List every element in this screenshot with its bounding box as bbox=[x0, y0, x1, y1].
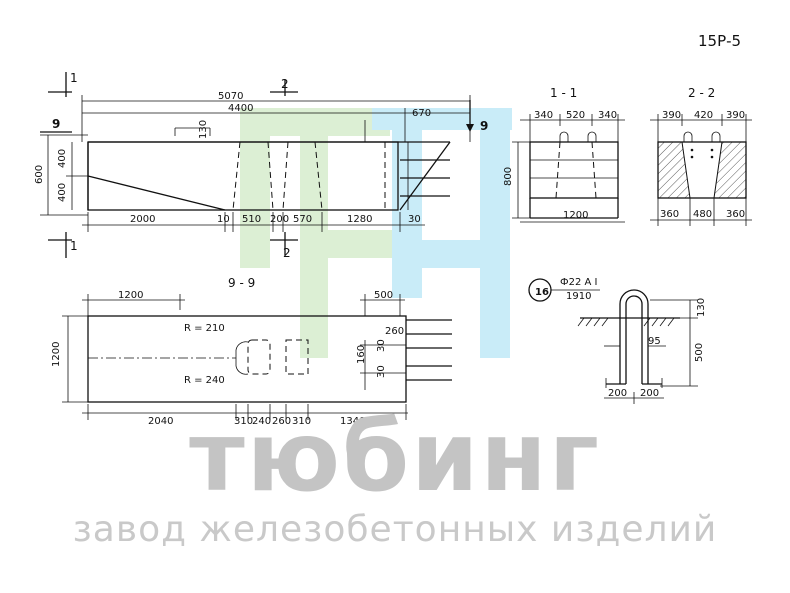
dim-height: 600 bbox=[34, 165, 45, 184]
section-mark-1-bottom: 1 bbox=[70, 239, 78, 253]
dim-b1: 2000 bbox=[130, 214, 155, 225]
plan-dim-b2: 310 bbox=[234, 416, 253, 427]
dim-b4: 200 bbox=[270, 214, 289, 225]
plan-dim-top-right: 500 bbox=[374, 290, 393, 301]
dim-lower: 400 bbox=[57, 183, 68, 202]
dim-b5: 570 bbox=[293, 214, 312, 225]
plan-dim-b3: 240 bbox=[252, 416, 271, 427]
sheet-code: 15Р-5 bbox=[698, 32, 741, 50]
plan-dim-b1: 2040 bbox=[148, 416, 173, 427]
watermark-title: тюбинг bbox=[189, 401, 601, 513]
s22-dim-6: 360 bbox=[726, 209, 745, 220]
dim-overall-length: 5070 bbox=[218, 91, 243, 102]
hook-dim-500: 500 bbox=[694, 343, 705, 362]
hook-position-number: 16 bbox=[535, 287, 549, 298]
hook-dim-right: 200 bbox=[640, 388, 659, 399]
hook-dim-130: 130 bbox=[696, 298, 707, 317]
plan-radius-1: R = 210 bbox=[184, 323, 225, 334]
section-mark-2-top: 2 bbox=[281, 77, 289, 91]
s22-dim-4: 360 bbox=[660, 209, 679, 220]
plan-dim-r1: 260 bbox=[385, 326, 404, 337]
hook-dim-left: 200 bbox=[608, 388, 627, 399]
plan-dim-b6: 1340 bbox=[340, 416, 365, 427]
plan-radius-2: R = 240 bbox=[184, 375, 225, 386]
plan-dim-r4: 30 bbox=[376, 365, 387, 378]
s22-dim-5: 480 bbox=[693, 209, 712, 220]
elevation-view bbox=[40, 72, 474, 258]
plan-dim-top-left: 1200 bbox=[118, 290, 143, 301]
dim-ledge: 130 bbox=[198, 120, 209, 139]
plan-dim-left: 1200 bbox=[51, 342, 62, 367]
s11-dim-width: 1200 bbox=[563, 210, 588, 221]
plan-dim-b4: 260 bbox=[272, 416, 291, 427]
hook-detail-drawing bbox=[528, 278, 698, 404]
watermark-logo bbox=[240, 108, 512, 358]
plan-dim-b5: 310 bbox=[292, 416, 311, 427]
section-mark-9-right: 9 bbox=[480, 119, 488, 133]
plan-9-9-title: 9 - 9 bbox=[228, 276, 255, 290]
plan-9-9-drawing bbox=[62, 294, 452, 420]
section-1-1-drawing bbox=[512, 114, 625, 223]
s22-dim-2: 420 bbox=[694, 110, 713, 121]
section-1-1-title: 1 - 1 bbox=[550, 86, 577, 100]
section-2-2-drawing bbox=[650, 114, 752, 226]
s11-dim-height: 800 bbox=[503, 167, 514, 186]
s11-dim-2: 520 bbox=[566, 110, 585, 121]
plan-dim-r2: 160 bbox=[356, 345, 367, 364]
s11-dim-3: 340 bbox=[598, 110, 617, 121]
section-mark-9-left: 9 bbox=[52, 117, 60, 131]
section-mark-2-bottom: 2 bbox=[283, 246, 291, 260]
dim-main-length: 4400 bbox=[228, 103, 253, 114]
hook-dim-95: 95 bbox=[648, 336, 661, 347]
watermark-subtitle: завод железобетонных изделий bbox=[73, 509, 718, 550]
dim-end-length: 670 bbox=[412, 108, 431, 119]
dim-b3: 510 bbox=[242, 214, 261, 225]
dim-b2: 10 bbox=[217, 214, 230, 225]
dim-b6: 1280 bbox=[347, 214, 372, 225]
plan-dim-r3: 30 bbox=[376, 339, 387, 352]
hook-length: 1910 bbox=[566, 291, 591, 302]
s22-dim-3: 390 bbox=[726, 110, 745, 121]
s22-dim-1: 390 bbox=[662, 110, 681, 121]
dim-upper: 400 bbox=[57, 149, 68, 168]
s11-dim-1: 340 bbox=[534, 110, 553, 121]
dim-b7: 30 bbox=[408, 214, 421, 225]
section-mark-1-top: 1 bbox=[70, 71, 78, 85]
section-2-2-title: 2 - 2 bbox=[688, 86, 715, 100]
hook-rebar-spec: Ф22 А I bbox=[560, 277, 597, 288]
